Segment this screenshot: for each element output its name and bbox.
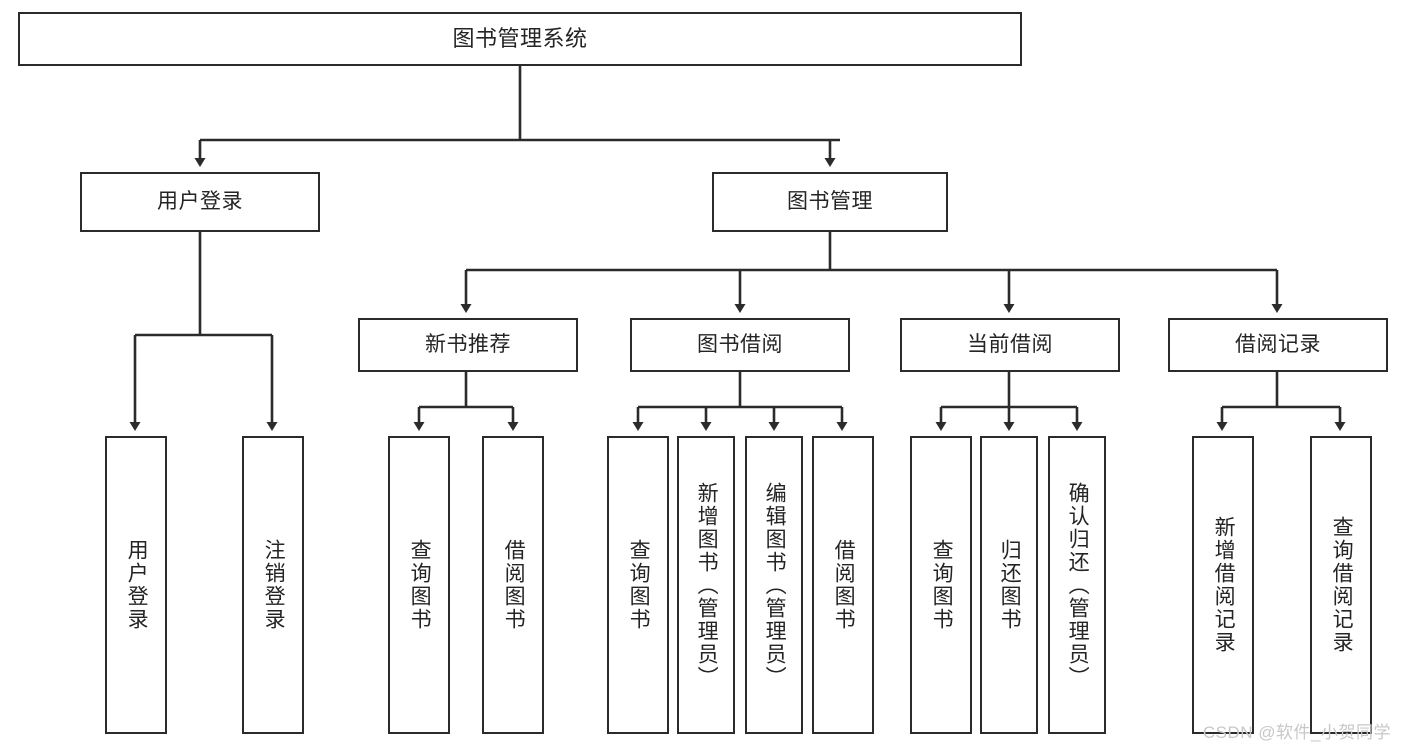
node-current-borrow[interactable]: 当前借阅 bbox=[900, 318, 1120, 372]
leaf-borrow-record-query[interactable]: 查询借阅记录 bbox=[1310, 436, 1372, 734]
leaf-book-borrow-edit[interactable]: 编辑图书（管理员） bbox=[745, 436, 803, 734]
node-label: 借阅图书 bbox=[832, 539, 856, 631]
leaf-user-login-signout[interactable]: 注销登录 bbox=[242, 436, 304, 734]
node-label: 借阅图书 bbox=[502, 539, 526, 631]
node-label: 确认归还（管理员） bbox=[1066, 481, 1090, 689]
node-label: 图书管理系统 bbox=[452, 25, 588, 51]
node-label: 查询借阅记录 bbox=[1330, 516, 1354, 654]
node-user-login[interactable]: 用户登录 bbox=[80, 172, 320, 232]
node-label: 查询图书 bbox=[627, 539, 651, 631]
node-borrow-record[interactable]: 借阅记录 bbox=[1168, 318, 1388, 372]
leaf-current-borrow-return[interactable]: 归还图书 bbox=[980, 436, 1038, 734]
leaf-new-book-borrow[interactable]: 借阅图书 bbox=[482, 436, 544, 734]
node-label: 当前借阅 bbox=[967, 333, 1053, 357]
leaf-book-borrow-query[interactable]: 查询图书 bbox=[607, 436, 669, 734]
watermark: CSDN @软件_小贺同学 bbox=[1202, 723, 1391, 742]
leaf-current-borrow-confirm[interactable]: 确认归还（管理员） bbox=[1048, 436, 1106, 734]
node-label: 借阅记录 bbox=[1235, 333, 1321, 357]
leaf-current-borrow-query[interactable]: 查询图书 bbox=[910, 436, 972, 734]
node-label: 归还图书 bbox=[998, 539, 1022, 631]
node-new-book-recommend[interactable]: 新书推荐 bbox=[358, 318, 578, 372]
node-label: 新书推荐 bbox=[425, 333, 511, 357]
node-label: 编辑图书（管理员） bbox=[763, 481, 787, 689]
node-label: 查询图书 bbox=[930, 539, 954, 631]
node-root-library-system[interactable]: 图书管理系统 bbox=[18, 12, 1022, 66]
node-book-management[interactable]: 图书管理 bbox=[712, 172, 948, 232]
node-label: 用户登录 bbox=[125, 539, 149, 631]
leaf-book-borrow-add[interactable]: 新增图书（管理员） bbox=[677, 436, 735, 734]
leaf-new-book-query[interactable]: 查询图书 bbox=[388, 436, 450, 734]
node-label: 用户登录 bbox=[157, 190, 243, 214]
node-label: 查询图书 bbox=[408, 539, 432, 631]
node-label: 图书管理 bbox=[787, 190, 873, 214]
leaf-user-login-signin[interactable]: 用户登录 bbox=[105, 436, 167, 734]
node-label: 注销登录 bbox=[262, 539, 286, 631]
node-label: 图书借阅 bbox=[697, 333, 783, 357]
node-label: 新增借阅记录 bbox=[1212, 516, 1236, 654]
node-label: 新增图书（管理员） bbox=[695, 481, 719, 689]
leaf-borrow-record-add[interactable]: 新增借阅记录 bbox=[1192, 436, 1254, 734]
leaf-book-borrow-lend[interactable]: 借阅图书 bbox=[812, 436, 874, 734]
node-book-borrow[interactable]: 图书借阅 bbox=[630, 318, 850, 372]
